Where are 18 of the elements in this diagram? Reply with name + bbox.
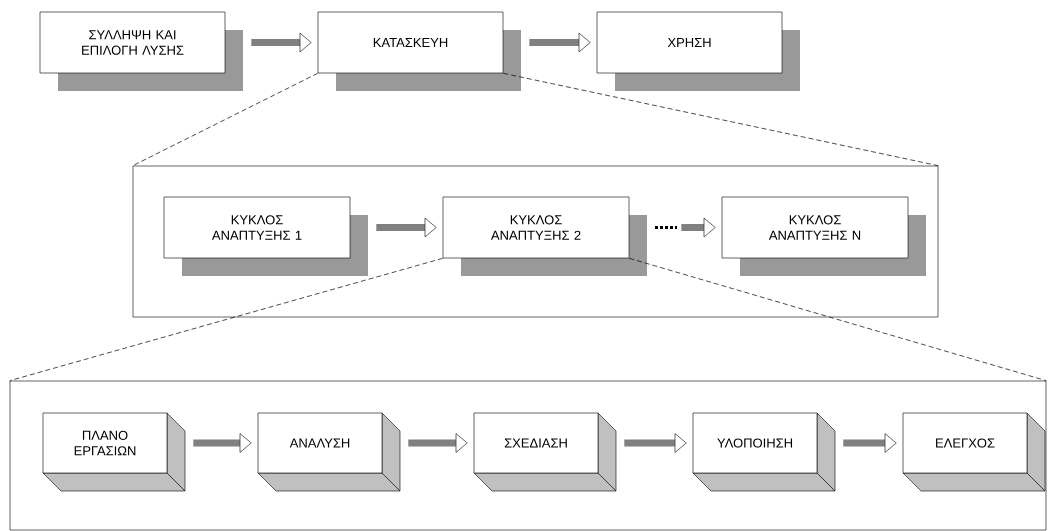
- zoom-line: [628, 257, 1047, 382]
- zoom-line: [9, 257, 444, 382]
- process-box: ΚΑΤΑΣΚΕΥΗ: [317, 11, 521, 91]
- process-box: ΧΡΗΣΗ: [596, 11, 800, 91]
- zoom-frame: [9, 380, 1047, 531]
- process-box: ΚΥΚΛΟΣ ΑΝΑΠΤΥΞΗΣ 1: [163, 196, 368, 276]
- zoom-line: [132, 72, 319, 167]
- process-block: ΠΛΑΝΟ ΕΡΓΑΣΙΩΝ: [42, 412, 186, 492]
- zoom-line: [502, 72, 939, 167]
- block-arrow: [655, 217, 716, 238]
- process-box: ΚΥΚΛΟΣ ΑΝΑΠΤΥΞΗΣ N: [721, 196, 926, 276]
- zoom-frame: [132, 165, 939, 318]
- process-block: ΑΝΑΛΥΣΗ: [257, 412, 401, 492]
- process-block: ΣΧΕΔΙΑΣΗ: [473, 412, 617, 492]
- process-block: ΥΛΟΠΟΙΗΣΗ: [692, 412, 836, 492]
- process-block: ΕΛΕΓΧΟΣ: [902, 412, 1046, 492]
- process-box: ΚΥΚΛΟΣ ΑΝΑΠΤΥΞΗΣ 2: [442, 196, 647, 276]
- process-box: ΣΥΛΛΗΨΗ ΚΑΙ ΕΠΙΛΟΓΗ ΛΥΣΗΣ: [39, 11, 243, 91]
